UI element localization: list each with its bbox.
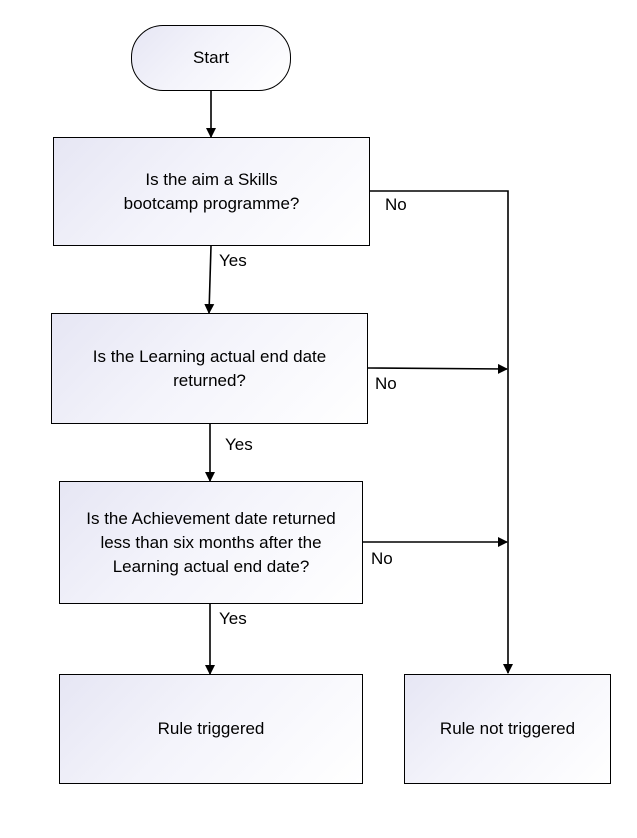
decision-skills-bootcamp-text: Is the aim a Skills bootcamp programme? xyxy=(123,169,300,213)
decision-end-date-returned-text: Is the Learning actual end date returned… xyxy=(92,346,327,390)
decision-achievement-date-text: Is the Achievement date returned less th… xyxy=(86,508,336,576)
q1-no-label: No xyxy=(385,195,407,214)
outcome-rule-triggered-text: Rule triggered xyxy=(157,719,265,738)
q2-no-label: No xyxy=(375,374,397,393)
decision-skills-bootcamp: Is the aim a Skills bootcamp programme? xyxy=(53,137,370,246)
outcome-rule-not-triggered: Rule not triggered xyxy=(404,674,611,784)
q1-yes-label: Yes xyxy=(219,251,247,270)
arrow-q2-no xyxy=(367,363,508,374)
q3-yes-label: Yes xyxy=(219,609,247,628)
q2-yes-label: Yes xyxy=(225,435,253,454)
outcome-rule-not-triggered-text: Rule not triggered xyxy=(439,719,576,738)
start-label: Start xyxy=(193,48,229,67)
arrow-q1-no-to-not-triggered xyxy=(370,190,513,674)
outcome-rule-triggered: Rule triggered xyxy=(59,674,363,784)
decision-achievement-date: Is the Achievement date returned less th… xyxy=(59,481,363,604)
arrow-q1-yes-to-q2 xyxy=(204,245,215,314)
q3-no-label: No xyxy=(371,549,393,568)
start-node: Start xyxy=(131,25,291,91)
decision-end-date-returned: Is the Learning actual end date returned… xyxy=(51,313,368,424)
